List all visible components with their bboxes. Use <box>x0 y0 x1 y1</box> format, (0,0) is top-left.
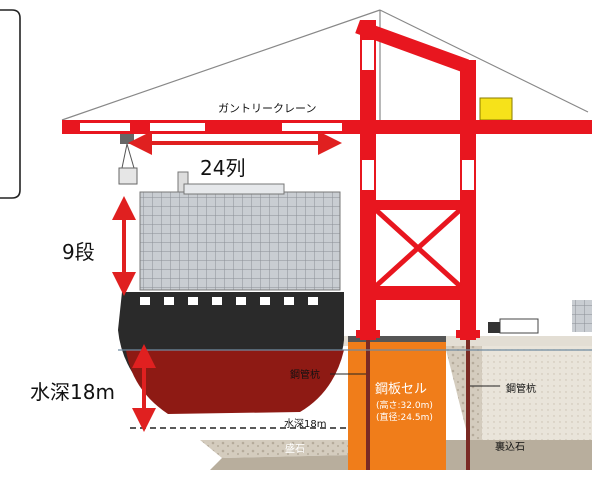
tiers-label: 9段 <box>62 240 95 264</box>
depth-mark-label: 水深18m <box>284 419 327 430</box>
container-stacks <box>139 191 341 291</box>
cell-diameter-label: (直径:24.5m) <box>376 413 433 423</box>
backfill-stones <box>445 346 482 445</box>
boom-stripe <box>282 123 342 131</box>
leg-stripe <box>362 160 374 190</box>
crane-leg-land <box>460 60 476 340</box>
trolley <box>120 134 134 144</box>
boom-stripe <box>80 123 130 131</box>
leg-stripe <box>462 160 474 190</box>
mound-label: 盛石 <box>285 444 305 455</box>
side-frame <box>0 9 21 199</box>
pile-right-label: 鋼管杭 <box>506 384 536 395</box>
crane-cross-brace <box>374 208 462 288</box>
hull-portholes <box>140 297 318 305</box>
backfill-label: 裏込石 <box>495 442 525 453</box>
spreader <box>118 167 138 185</box>
steel-pipe-pile-right <box>466 336 470 470</box>
crane-cabin <box>479 97 513 121</box>
steel-pipe-pile-left <box>366 336 370 470</box>
crane-foot <box>356 330 380 338</box>
columns-label: 24列 <box>200 156 246 180</box>
boom-stripe <box>150 123 205 131</box>
seabed <box>210 455 350 470</box>
crane-foot <box>456 330 480 338</box>
leg-stripe <box>362 40 374 70</box>
truck-trailer <box>499 318 539 334</box>
ship-hull-below-water <box>126 350 344 414</box>
steel-cell-label: 鋼板セル <box>375 382 428 397</box>
crane-mid-beam <box>376 200 460 210</box>
truck-cab <box>488 322 500 333</box>
mound-stones <box>200 440 350 458</box>
gantry-crane-label: ガントリークレーン <box>218 102 317 115</box>
cell-height-label: (高さ:32.0m) <box>376 401 433 411</box>
container-stack <box>572 300 592 332</box>
crane-portal-beam <box>376 286 460 300</box>
seabed-right <box>445 440 592 470</box>
cell-cap <box>348 336 446 342</box>
bridge-deck <box>183 183 285 195</box>
crane-top-brace <box>355 19 470 73</box>
depth-label: 水深18m <box>30 380 115 404</box>
hoist-rope <box>121 143 135 169</box>
pile-left-label: 鋼管杭 <box>290 370 320 381</box>
steel-cell <box>348 340 446 470</box>
